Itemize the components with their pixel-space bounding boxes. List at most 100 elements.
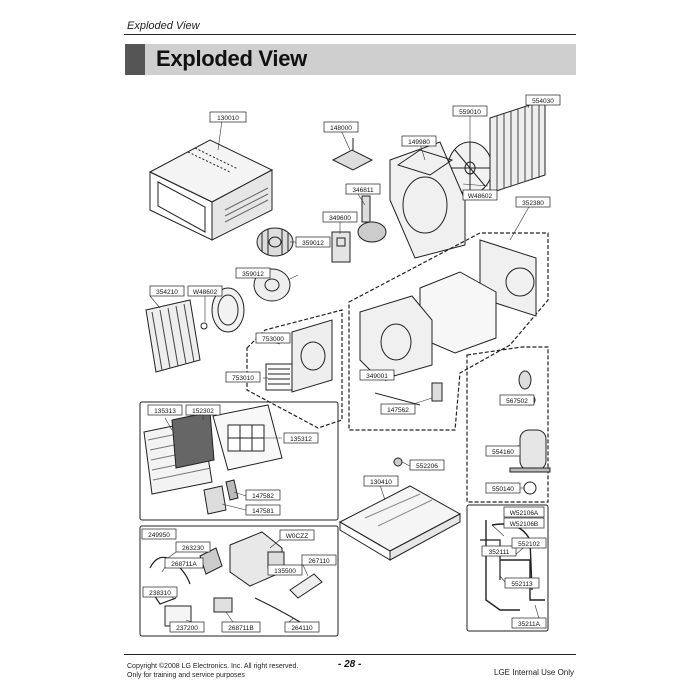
front-grille-group: [139, 401, 339, 521]
callout-264110: 264110: [284, 621, 320, 633]
part-number-149980: 149980: [408, 139, 430, 146]
part-number-130010: 130010: [217, 115, 239, 122]
callout-552206: 552206: [409, 459, 445, 471]
callout-359012-a: 359012: [295, 236, 331, 248]
callout-567502: 567502: [499, 394, 535, 406]
part-number-263230: 263230: [182, 545, 204, 552]
shroud: [389, 141, 466, 259]
part-number-238310: 238310: [149, 590, 171, 597]
callout-267110: 267110: [301, 554, 337, 566]
part-number-W0CZZ: W0CZZ: [286, 533, 308, 540]
callout-249950: 249950: [141, 528, 177, 540]
part-number-249950: 249950: [148, 532, 170, 539]
callout-135500: 135500: [267, 564, 303, 576]
callout-268711B: 268711B: [221, 621, 261, 633]
part-number-152302: 152302: [192, 408, 214, 415]
part-number-135312: 135312: [290, 436, 312, 443]
callout-W52106B: W52106B: [503, 517, 545, 529]
part-number-354210: 354210: [156, 289, 178, 296]
internal-use-notice: LGE Internal Use Only: [494, 668, 575, 677]
part-callouts: 130010 148000 559010 554030 149980 34681…: [141, 94, 561, 633]
footer-legal: Copyright ©2008 LG Electronics. Inc. All…: [127, 662, 298, 680]
blower-wheel: [253, 227, 294, 302]
callout-559010: 559010: [452, 105, 488, 117]
part-number-559010: 559010: [459, 109, 481, 116]
part-number-552102: 552102: [518, 541, 540, 548]
header-rule: [124, 34, 576, 35]
callout-147582: 147582: [245, 489, 281, 501]
callout-346811: 346811: [345, 183, 381, 195]
control-bracket-group: [246, 309, 343, 429]
callout-149980: 149980: [401, 135, 437, 147]
callout-554160: 554160: [485, 445, 521, 457]
part-number-349001: 349001: [366, 373, 388, 380]
callout-135313: 135313: [147, 404, 183, 416]
orifice-ring: [211, 287, 245, 333]
part-number-352380: 352380: [522, 200, 544, 207]
part-number-567502: 567502: [506, 398, 528, 405]
callout-268711A: 268711A: [164, 557, 204, 569]
callout-552113: 552113: [504, 577, 540, 589]
callout-552102: 552102: [511, 537, 547, 549]
part-number-268711A: 268711A: [171, 561, 197, 568]
part-number-W48602-b: W48602: [193, 289, 218, 296]
callout-W52106A: W52106A: [503, 506, 545, 518]
part-number-147562: 147562: [387, 407, 409, 414]
running-header: Exploded View: [127, 20, 200, 32]
part-number-148000: 148000: [330, 125, 352, 132]
part-number-552206: 552206: [416, 463, 438, 470]
part-number-753010: 753010: [232, 375, 254, 382]
part-number-W48602-a: W48602: [468, 193, 493, 200]
part-number-W52106A: W52106A: [510, 510, 539, 517]
callout-130410: 130410: [363, 475, 399, 487]
cabinet-case: [148, 139, 274, 241]
callout-152302: 152302: [185, 404, 221, 416]
callout-147581: 147581: [245, 504, 281, 516]
callout-354210: 354210: [149, 285, 185, 297]
title-bar: Exploded View: [125, 44, 576, 75]
part-number-237200: 237200: [176, 625, 198, 632]
callout-135312: 135312: [283, 432, 319, 444]
callout-554030: 554030: [525, 94, 561, 106]
part-number-359012-a: 359012: [302, 240, 324, 247]
part-number-35211A: 35211A: [518, 621, 541, 628]
callout-753000: 753000: [255, 332, 291, 344]
callout-35211A: 35211A: [511, 617, 547, 629]
base-plate: [338, 457, 462, 561]
callout-130010: 130010: [209, 111, 247, 123]
callout-148000: 148000: [323, 121, 359, 133]
callout-753010: 753010: [225, 371, 261, 383]
part-number-268711B: 268711B: [228, 625, 254, 632]
electrical-parts-group: [139, 525, 339, 637]
callout-550140: 550140: [485, 482, 521, 494]
part-number-550140: 550140: [492, 486, 514, 493]
page-number: - 28 -: [338, 659, 362, 670]
part-number-359012-b: 359012: [242, 271, 264, 278]
part-number-W52106B: W52106B: [510, 521, 539, 528]
part-number-147581: 147581: [252, 508, 274, 515]
callout-263230: 263230: [175, 541, 211, 553]
part-number-349600: 349600: [329, 215, 351, 222]
fan-motor: [331, 195, 387, 263]
callout-349600: 349600: [322, 211, 358, 223]
page-title: Exploded View: [156, 46, 307, 71]
callout-W0CZZ: W0CZZ: [279, 529, 315, 541]
top-plate-part: [331, 138, 374, 171]
part-number-753000: 753000: [262, 336, 284, 343]
part-number-552113: 552113: [511, 581, 533, 588]
part-number-135313: 135313: [154, 408, 176, 415]
footer-rule: [124, 654, 576, 655]
callout-352380: 352380: [515, 196, 551, 208]
condenser-coil: [489, 99, 546, 194]
callout-359012-b: 359012: [235, 267, 271, 279]
usage-notice: Only for training and service purposes: [127, 672, 245, 679]
callout-W48602-a: W48602: [462, 189, 498, 201]
part-number-267110: 267110: [308, 558, 330, 565]
part-number-130410: 130410: [370, 479, 392, 486]
part-number-554160: 554160: [492, 449, 514, 456]
part-number-352111: 352111: [489, 549, 510, 556]
callout-237200: 237200: [169, 621, 205, 633]
part-number-135500: 135500: [274, 568, 296, 575]
part-number-147582: 147582: [252, 493, 274, 500]
